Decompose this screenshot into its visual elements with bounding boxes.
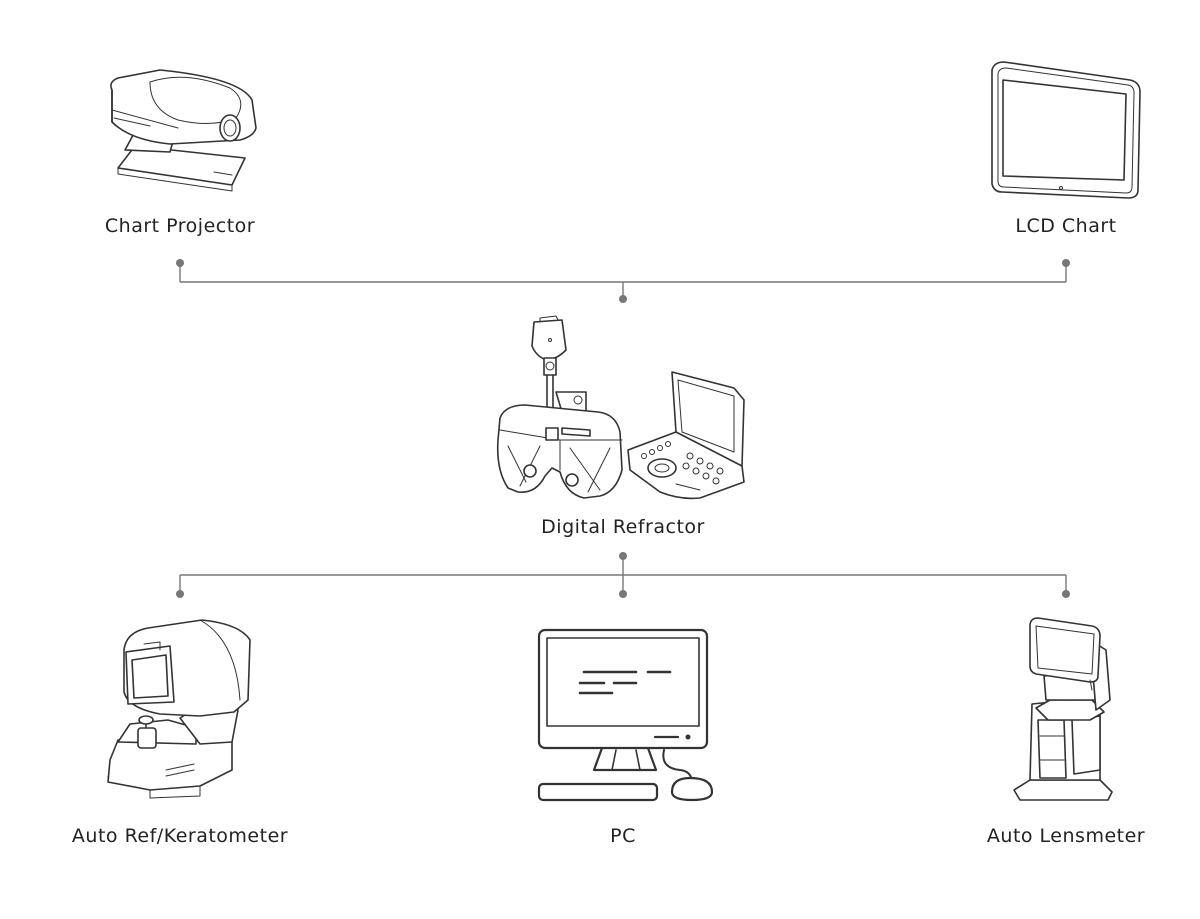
connector-dot	[619, 552, 627, 560]
laptop-controller-icon	[627, 371, 745, 500]
connector-dot	[1062, 259, 1070, 267]
bottom-connector-group	[176, 552, 1070, 598]
top-connector-group	[176, 259, 1070, 303]
label-chart-projector: Chart Projector	[104, 215, 256, 237]
label-lcd-chart: LCD Chart	[1015, 215, 1117, 237]
chart-projector-icon	[110, 69, 257, 192]
connector-dot	[1062, 590, 1070, 598]
label-digital-refractor: Digital Refractor	[541, 516, 705, 538]
connector-dot	[176, 590, 184, 598]
auto-ref-keratometer-icon	[107, 619, 251, 799]
label-pc: PC	[610, 825, 636, 847]
connector-dot	[176, 259, 184, 267]
digital-refractor-icon	[496, 315, 623, 499]
connector-dot	[619, 295, 627, 303]
connector-dot	[619, 590, 627, 598]
auto-lensmeter-icon	[1013, 617, 1113, 801]
lcd-chart-icon	[991, 61, 1141, 199]
pc-icon	[537, 628, 714, 802]
label-auto-lensmeter: Auto Lensmeter	[986, 825, 1146, 847]
label-auto-ref-keratometer: Auto Ref/Keratometer	[71, 825, 289, 847]
